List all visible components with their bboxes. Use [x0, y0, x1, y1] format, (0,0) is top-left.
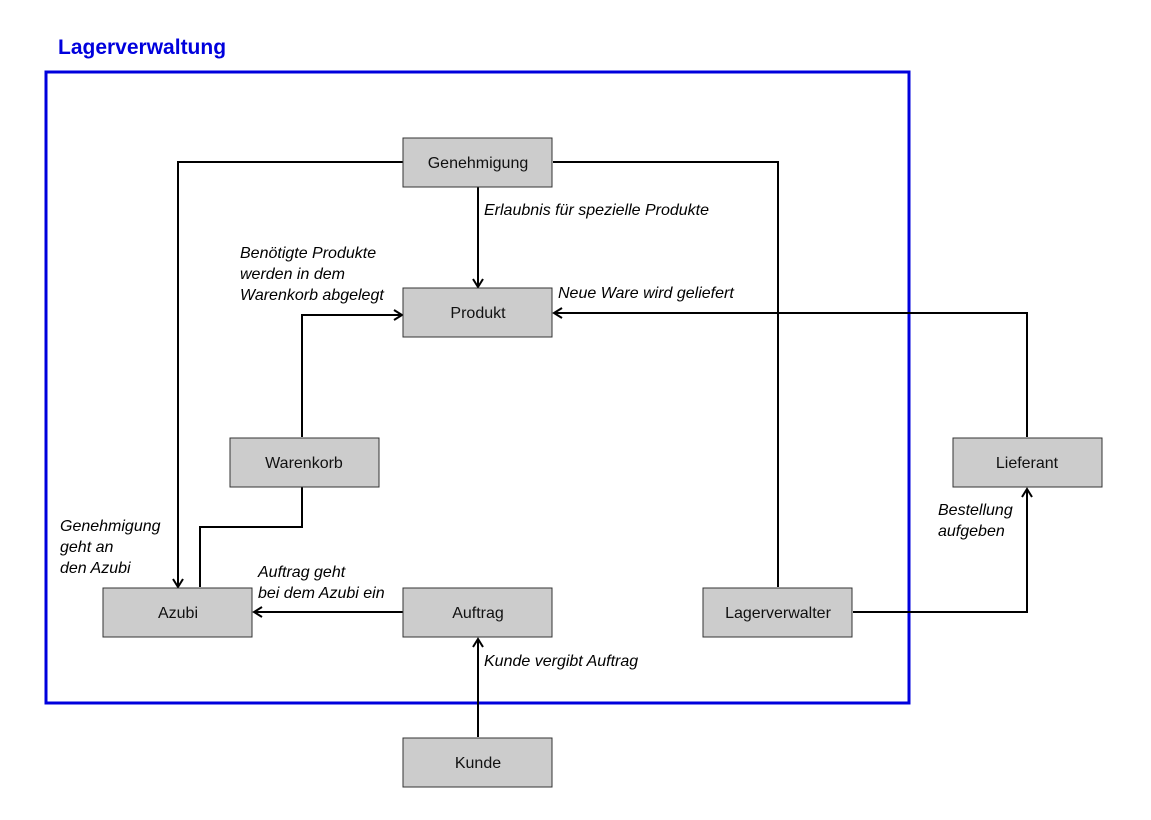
- edge-warenkorb-produkt: [301, 309, 404, 437]
- node-box: [102, 587, 253, 638]
- label-line: aufgeben: [938, 523, 1005, 540]
- label-line: werden in dem: [240, 266, 345, 283]
- label-line: bei dem Azubi ein: [258, 585, 385, 602]
- label-genehmigung-azubi: Genehmigung geht an den Azubi: [60, 518, 165, 577]
- node-box: [229, 437, 380, 488]
- node-box: [702, 587, 853, 638]
- node-label: Auftrag: [452, 605, 504, 622]
- node-kunde[interactable]: Kunde: [402, 737, 553, 788]
- diagram-title: Lagerverwaltung: [58, 36, 226, 59]
- node-auftrag[interactable]: Auftrag: [402, 587, 553, 638]
- edges: [172, 161, 1033, 737]
- label-line: Bestellung: [938, 502, 1013, 519]
- node-warenkorb[interactable]: Warenkorb: [229, 437, 380, 488]
- node-box: [402, 287, 553, 338]
- node-label: Kunde: [455, 755, 501, 772]
- label-kunde-auftrag: Kunde vergibt Auftrag: [484, 653, 638, 670]
- label-line: Auftrag geht: [257, 564, 346, 581]
- node-label: Lagerverwalter: [725, 605, 832, 622]
- node-lagerverwalter[interactable]: Lagerverwalter: [702, 587, 853, 638]
- node-label: Lieferant: [996, 455, 1059, 472]
- node-label: Warenkorb: [265, 455, 343, 472]
- label-auftrag-azubi: Auftrag geht bei dem Azubi ein: [257, 564, 385, 602]
- label-bestellung: Bestellung aufgeben: [938, 502, 1017, 540]
- node-genehmigung[interactable]: Genehmigung: [402, 137, 553, 188]
- edge-genehmigung-lagerverwalter: [553, 161, 779, 587]
- edge-warenkorb-azubi: [199, 487, 303, 587]
- node-box: [402, 737, 553, 788]
- edge-lieferant-produkt: [552, 307, 1028, 437]
- label-line: geht an: [60, 539, 113, 556]
- node-box: [402, 587, 553, 638]
- node-label: Genehmigung: [428, 155, 529, 172]
- label-line: Genehmigung: [60, 518, 161, 535]
- node-box: [402, 137, 553, 188]
- node-azubi[interactable]: Azubi: [102, 587, 253, 638]
- node-lieferant[interactable]: Lieferant: [952, 437, 1103, 488]
- label-erlaubnis: Erlaubnis für spezielle Produkte: [484, 202, 709, 219]
- label-line: den Azubi: [60, 560, 131, 577]
- edge-lagerverwalter-lieferant: [853, 487, 1033, 613]
- node-produkt[interactable]: Produkt: [402, 287, 553, 338]
- node-label: Azubi: [158, 605, 198, 622]
- label-warenkorb-produkt: Benötigte Produkte werden in dem Warenko…: [240, 245, 384, 304]
- label-line: Warenkorb abgelegt: [240, 287, 384, 304]
- label-neue-ware: Neue Ware wird geliefert: [558, 285, 734, 302]
- edge-labels: Erlaubnis für spezielle Produkte Benötig…: [60, 202, 1017, 670]
- node-box: [952, 437, 1103, 488]
- edge-genehmigung-azubi: [172, 161, 403, 589]
- node-label: Produkt: [450, 305, 506, 322]
- label-line: Benötigte Produkte: [240, 245, 376, 262]
